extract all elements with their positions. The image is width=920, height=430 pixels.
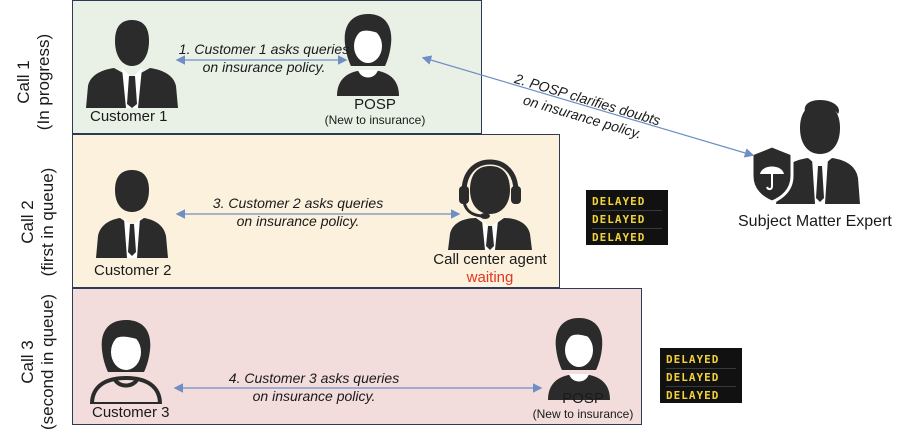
posp-1-label: POSP (New to insurance) — [324, 96, 426, 127]
expert-name: Subject Matter Expert — [738, 213, 892, 230]
agent-name: Call center agent — [433, 251, 547, 268]
customer-2-name: Customer 2 — [94, 262, 172, 279]
businessman-icon — [86, 20, 178, 108]
customer-3-name: Customer 3 — [92, 404, 170, 421]
shield-umbrella-expert-icon — [750, 100, 860, 204]
customer-1-name: Customer 1 — [90, 108, 168, 125]
arrow-step-2 — [421, 55, 755, 158]
agent-status: waiting — [466, 269, 514, 286]
woman-icon — [337, 14, 399, 96]
agent-label: Call center agent waiting — [420, 251, 560, 287]
woman-icon — [548, 318, 610, 400]
posp-3-label: POSP (New to insurance) — [532, 390, 634, 421]
businessman-icon — [96, 170, 168, 258]
woman-icon — [89, 320, 163, 404]
headset-agent-icon — [448, 159, 532, 250]
